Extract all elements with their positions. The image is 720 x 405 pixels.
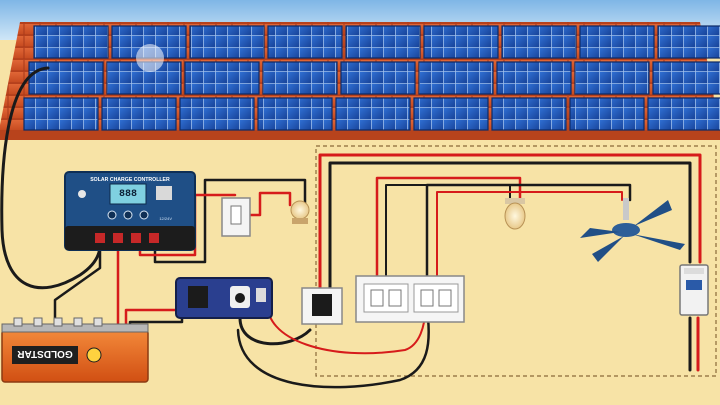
inverter-fan-icon xyxy=(188,286,208,308)
battery-cap-2 xyxy=(33,317,43,327)
controller-button-3[interactable] xyxy=(139,210,149,220)
solar-panel xyxy=(262,61,338,95)
switch-bulb-toggle[interactable] xyxy=(370,289,384,307)
sun-indicator-icon xyxy=(78,190,86,198)
solar-charge-controller: SOLAR CHARGE CONTROLLER 888 12/24V xyxy=(64,171,196,251)
solar-panel xyxy=(33,25,109,59)
solar-panel xyxy=(184,61,260,95)
wire-inverter-output xyxy=(238,316,312,346)
wire-inverter-positive xyxy=(124,308,182,332)
dc-switch xyxy=(221,197,251,237)
fan-icon xyxy=(612,223,640,237)
controller-terminal-strip xyxy=(65,226,195,250)
wire-fan-neutral xyxy=(425,183,632,289)
solar-panel xyxy=(418,61,494,95)
wire-house-neutral xyxy=(328,161,692,294)
ac-bulb xyxy=(504,198,526,230)
solar-panel xyxy=(345,25,421,59)
solar-panel xyxy=(579,25,655,59)
fan-rod xyxy=(623,198,629,220)
roof-edge xyxy=(0,130,720,140)
solar-panel xyxy=(28,61,104,95)
solar-panel xyxy=(335,97,411,131)
battery-caps xyxy=(13,317,103,327)
ceiling-fan xyxy=(580,198,685,262)
mcb-top xyxy=(684,268,704,274)
solar-panel xyxy=(340,61,416,95)
bulb-base xyxy=(292,218,308,224)
inverter-switch[interactable] xyxy=(256,288,266,302)
solar-panel xyxy=(257,97,333,131)
controller-button-1[interactable] xyxy=(107,210,117,220)
terminal-bat-pos xyxy=(113,233,123,243)
solar-panel xyxy=(569,97,645,131)
plug-icon xyxy=(235,293,245,303)
solar-panel xyxy=(501,25,577,59)
fan-blade-bottom xyxy=(592,236,624,262)
solar-panel xyxy=(652,61,720,95)
controller-button-2[interactable] xyxy=(123,210,133,220)
solar-panel xyxy=(189,25,265,59)
wire-fan-phase xyxy=(436,191,623,288)
house-circuit-outline xyxy=(315,145,717,377)
solar-panel xyxy=(23,97,99,131)
inverter xyxy=(175,277,273,319)
solar-panel xyxy=(413,97,489,131)
battery-cap-5 xyxy=(93,317,103,327)
mcb-toggle[interactable] xyxy=(686,280,702,290)
switch-socket-toggle[interactable] xyxy=(388,289,402,307)
switch-icon[interactable] xyxy=(230,205,242,225)
controller-terminals xyxy=(95,233,159,243)
dc-bulb xyxy=(290,200,310,224)
battery-cap-4 xyxy=(73,317,83,327)
solar-panel xyxy=(101,97,177,131)
terminal-pv-neg xyxy=(95,233,105,243)
wire-load-red-b xyxy=(248,191,292,217)
bulb-holder xyxy=(505,198,525,204)
solar-panel xyxy=(423,25,499,59)
switch-spare-toggle[interactable] xyxy=(438,289,452,307)
wire-load-black xyxy=(153,178,307,264)
terminal-load xyxy=(149,233,159,243)
output-socket xyxy=(301,287,343,325)
solar-panel xyxy=(647,97,720,131)
solar-panel xyxy=(496,61,572,95)
socket-icon[interactable] xyxy=(312,294,332,316)
battery-label-panel xyxy=(12,346,78,364)
solar-panel xyxy=(657,25,720,59)
wire-output-black xyxy=(236,316,430,389)
battery-cap-3 xyxy=(53,317,63,327)
terminal-bat-neg xyxy=(131,233,141,243)
controller-voltage-label: 12/24V xyxy=(159,216,172,221)
wire-bulb-phase xyxy=(375,176,522,289)
fan-blade-left xyxy=(580,228,620,238)
fan-blade-right xyxy=(634,200,672,226)
wire-output-red xyxy=(266,299,426,355)
battery-brand: GOLDSTAR xyxy=(17,348,73,359)
switch-board xyxy=(355,275,465,323)
solar-panel-array xyxy=(23,25,720,131)
bulb-icon xyxy=(290,200,310,220)
solar-panel xyxy=(267,25,343,59)
load-icon xyxy=(504,202,526,230)
usb-port-icon xyxy=(156,186,172,200)
battery: GOLDSTAR xyxy=(1,317,149,383)
controller-lcd-reading: 888 xyxy=(119,189,137,200)
wire-house-phase xyxy=(318,153,702,294)
fan-blade-far xyxy=(632,234,685,250)
mcb xyxy=(679,264,709,316)
battery-cap-1 xyxy=(13,317,23,327)
wire-battery-negative xyxy=(53,240,102,324)
solar-panel xyxy=(574,61,650,95)
sun-icon xyxy=(136,44,164,72)
solar-panel xyxy=(179,97,255,131)
battery-logo xyxy=(86,347,102,363)
controller-lcd xyxy=(109,183,147,205)
switch-fan-toggle[interactable] xyxy=(420,289,434,307)
wire-panel-negative xyxy=(0,66,102,290)
controller-title: SOLAR CHARGE CONTROLLER xyxy=(90,177,170,183)
solar-panel xyxy=(491,97,567,131)
